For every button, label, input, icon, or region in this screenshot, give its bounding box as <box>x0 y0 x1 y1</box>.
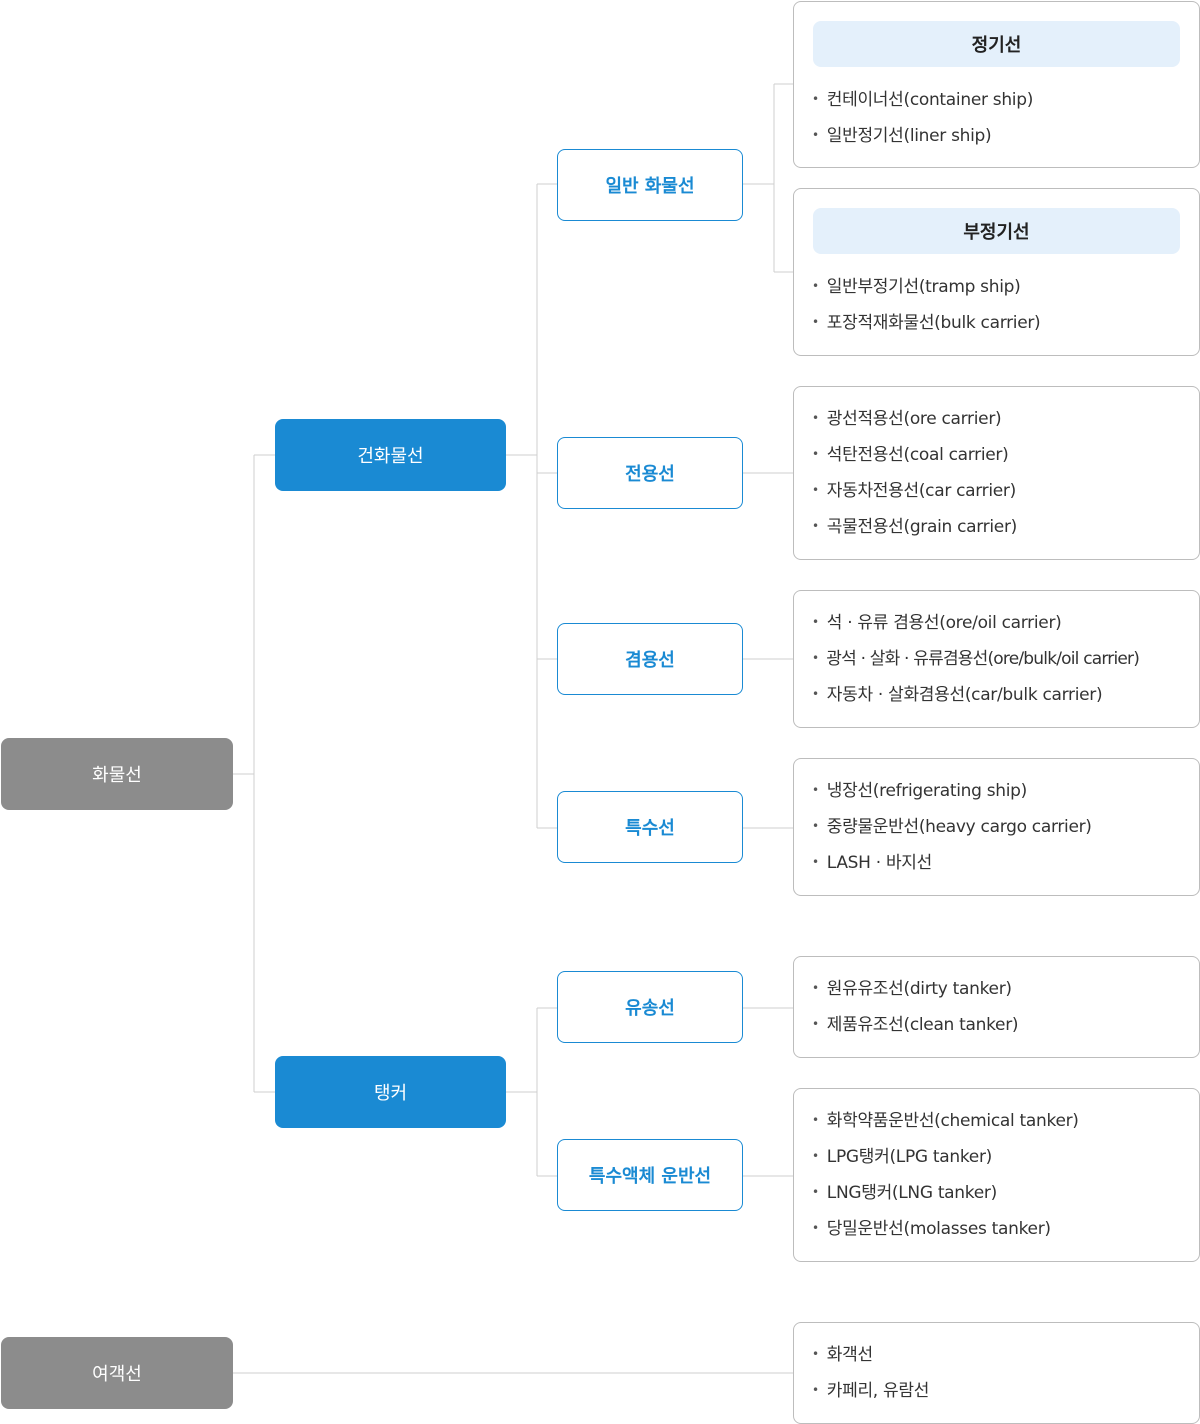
item-list: 컨테이너선(container ship) 일반정기선(liner ship) <box>812 82 1199 154</box>
list-item: LNG탱커(LNG tanker) <box>812 1175 1199 1211</box>
list-item: 광석 · 살화 · 유류겸용선(ore/bulk/oil carrier) <box>812 641 1199 677</box>
list-item: 화학약품운반선(chemical tanker) <box>812 1103 1199 1139</box>
item-list: 냉장선(refrigerating ship) 중량물운반선(heavy car… <box>812 773 1199 881</box>
list-item: 포장적재화물선(bulk carrier) <box>812 305 1199 341</box>
panel-liner: 정기선 컨테이너선(container ship) 일반정기선(liner sh… <box>793 1 1200 168</box>
list-item: 냉장선(refrigerating ship) <box>812 773 1199 809</box>
node-combined: 겸용선 <box>557 623 743 695</box>
list-item: 제품유조선(clean tanker) <box>812 1007 1199 1043</box>
list-item: 일반정기선(liner ship) <box>812 118 1199 154</box>
panel-heading: 정기선 <box>813 21 1180 67</box>
node-special-liquid: 특수액체 운반선 <box>557 1139 743 1211</box>
panel-dedicated: 광선적용선(ore carrier) 석탄전용선(coal carrier) 자… <box>793 386 1200 560</box>
item-list: 원유유조선(dirty tanker) 제품유조선(clean tanker) <box>812 971 1199 1043</box>
item-list: 일반부정기선(tramp ship) 포장적재화물선(bulk carrier) <box>812 269 1199 341</box>
node-oil-tanker: 유송선 <box>557 971 743 1043</box>
list-item: 자동차전용선(car carrier) <box>812 473 1199 509</box>
node-special: 특수선 <box>557 791 743 863</box>
panel-passenger: 화객선 카페리, 유람선 <box>793 1322 1200 1424</box>
node-tanker: 탱커 <box>275 1056 506 1128</box>
node-general-cargo: 일반 화물선 <box>557 149 743 221</box>
list-item: LPG탱커(LPG tanker) <box>812 1139 1199 1175</box>
list-item: 카페리, 유람선 <box>812 1373 1199 1409</box>
node-dry-cargo: 건화물선 <box>275 419 506 491</box>
item-list: 화객선 카페리, 유람선 <box>812 1337 1199 1409</box>
list-item: 곡물전용선(grain carrier) <box>812 509 1199 545</box>
list-item: 석탄전용선(coal carrier) <box>812 437 1199 473</box>
item-list: 화학약품운반선(chemical tanker) LPG탱커(LPG tanke… <box>812 1103 1199 1247</box>
node-passenger-ship: 여객선 <box>1 1337 233 1409</box>
panel-heading: 부정기선 <box>813 208 1180 254</box>
list-item: 일반부정기선(tramp ship) <box>812 269 1199 305</box>
list-item: 당밀운반선(molasses tanker) <box>812 1211 1199 1247</box>
panel-tramp: 부정기선 일반부정기선(tramp ship) 포장적재화물선(bulk car… <box>793 188 1200 356</box>
list-item: 컨테이너선(container ship) <box>812 82 1199 118</box>
list-item: 석 · 유류 겸용선(ore/oil carrier) <box>812 605 1199 641</box>
panel-combined: 석 · 유류 겸용선(ore/oil carrier) 광석 · 살화 · 유류… <box>793 590 1200 728</box>
panel-special: 냉장선(refrigerating ship) 중량물운반선(heavy car… <box>793 758 1200 896</box>
node-dedicated: 전용선 <box>557 437 743 509</box>
item-list: 석 · 유류 겸용선(ore/oil carrier) 광석 · 살화 · 유류… <box>812 605 1199 713</box>
panel-oil-tanker: 원유유조선(dirty tanker) 제품유조선(clean tanker) <box>793 956 1200 1058</box>
list-item: 중량물운반선(heavy cargo carrier) <box>812 809 1199 845</box>
list-item: LASH · 바지선 <box>812 845 1199 881</box>
node-cargo-ship: 화물선 <box>1 738 233 810</box>
panel-special-liquid: 화학약품운반선(chemical tanker) LPG탱커(LPG tanke… <box>793 1088 1200 1262</box>
list-item: 광선적용선(ore carrier) <box>812 401 1199 437</box>
list-item: 원유유조선(dirty tanker) <box>812 971 1199 1007</box>
list-item: 화객선 <box>812 1337 1199 1373</box>
list-item: 자동차 · 살화겸용선(car/bulk carrier) <box>812 677 1199 713</box>
item-list: 광선적용선(ore carrier) 석탄전용선(coal carrier) 자… <box>812 401 1199 545</box>
